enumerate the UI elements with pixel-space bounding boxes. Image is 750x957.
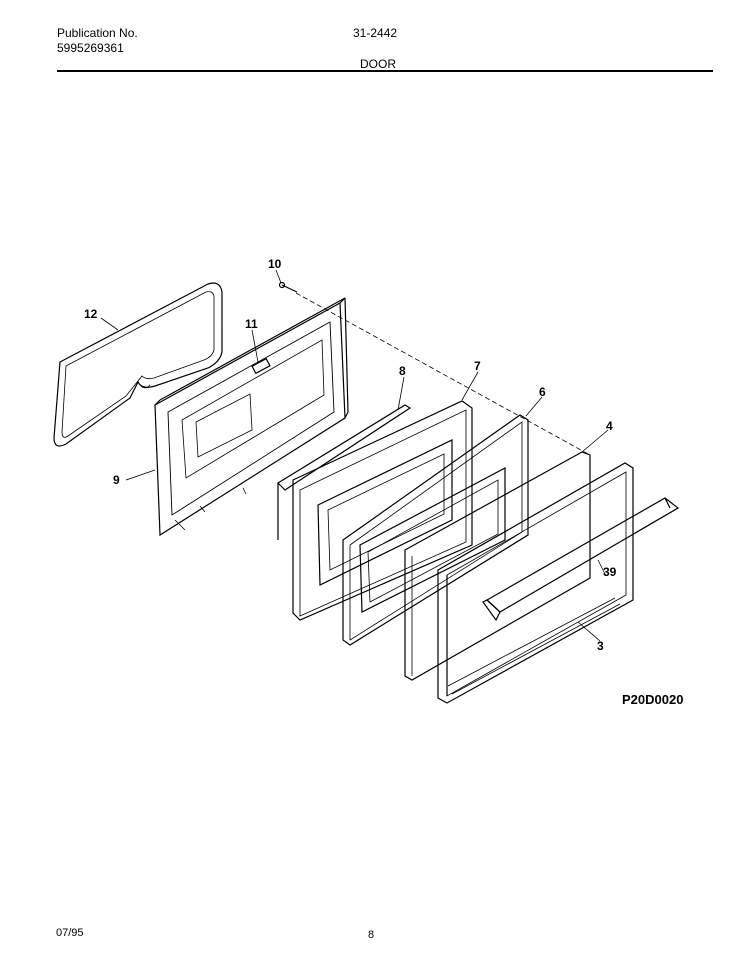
callout-9: 9 — [113, 473, 120, 487]
callout-3: 3 — [597, 639, 604, 653]
header-rule — [57, 70, 713, 72]
section-title: DOOR — [360, 57, 396, 71]
inner-door-panel — [154, 297, 349, 537]
inner-window-glass — [342, 414, 529, 646]
door-gasket — [53, 282, 223, 447]
callout-12: 12 — [84, 307, 98, 321]
figure-code: P20D0020 — [622, 692, 684, 707]
footer-date: 07/95 — [56, 927, 84, 939]
publication-label: Publication No. — [57, 26, 138, 40]
callout-10: 10 — [268, 257, 282, 271]
callout-labels: 10 12 11 9 8 7 6 4 39 3 — [84, 257, 617, 653]
retainer-clip — [251, 357, 271, 375]
callout-leaders — [100, 269, 609, 642]
outer-door-panel — [437, 462, 634, 704]
callout-4: 4 — [606, 419, 613, 433]
door-baffle-frame — [292, 400, 473, 621]
model-number: 31-2442 — [353, 26, 398, 40]
callout-7: 7 — [474, 359, 481, 373]
publication-number: 5995269361 — [57, 41, 124, 55]
callout-8: 8 — [399, 364, 406, 378]
callout-6: 6 — [539, 385, 546, 399]
insulation-panel — [277, 404, 412, 540]
callout-39: 39 — [603, 565, 617, 579]
callout-11: 11 — [245, 317, 258, 331]
door-handle — [482, 497, 680, 622]
page-number: 8 — [368, 929, 375, 941]
screw — [278, 281, 298, 293]
